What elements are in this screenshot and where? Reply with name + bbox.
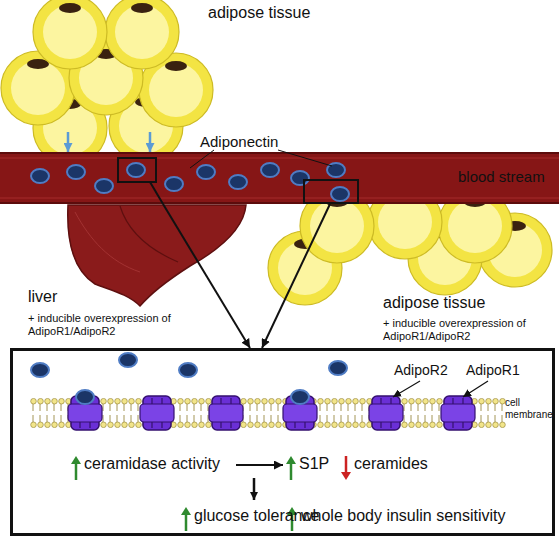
flow-connector — [262, 204, 330, 348]
adipose-cluster: adipose tissue — [20, 0, 320, 132]
effect-text: whole body insulin sensitivity — [301, 506, 553, 528]
node-heading: whole body insulin sensitivity — [301, 507, 553, 525]
flow-connector — [163, 204, 250, 348]
leader-arrow — [463, 381, 488, 397]
adiponectin-dots — [31, 163, 349, 201]
structure-label: cell membrane — [505, 397, 551, 420]
node-note: + inducible overexpression of AdipoR1/Ad… — [28, 312, 193, 337]
molecule-label: Adiponectin — [200, 133, 300, 150]
zoom-frame — [118, 158, 358, 204]
node-heading: liver — [28, 288, 88, 306]
node-heading: adipose tissue — [208, 4, 328, 22]
node-note: + inducible overexpression of AdipoR1/Ad… — [383, 317, 548, 342]
flow-arrow — [253, 478, 256, 500]
effect-text: ceramidase activity — [84, 454, 236, 476]
node-heading: ceramides — [354, 455, 449, 473]
leader-arrow — [393, 381, 420, 397]
leader-line — [190, 150, 332, 168]
liver-node: liver + inducible overexpression of Adipo… — [22, 288, 237, 346]
zoom-line — [150, 182, 163, 204]
node-heading: ceramidase activity — [84, 455, 236, 473]
receptor-label: AdipoR2 — [394, 362, 460, 378]
receptor-label: AdipoR1 — [466, 362, 532, 378]
adipocyte-cluster — [1, 0, 213, 165]
node-heading: adipose tissue — [383, 294, 533, 312]
flow-connector — [149, 132, 152, 152]
liver-organ — [68, 205, 246, 306]
effect-text: S1P — [283, 454, 337, 476]
effect-text: ceramides — [354, 454, 449, 476]
flow-connector — [236, 464, 283, 466]
blood-band: blood stream — [0, 152, 559, 204]
adipose-cluster: adipose tissue + inducible overexpression… — [265, 190, 555, 346]
zoom-panel — [12, 350, 554, 535]
node-heading: S1P — [299, 455, 337, 473]
node-heading: blood stream — [458, 168, 558, 185]
blood-vessel — [0, 152, 559, 204]
flow-connector — [67, 132, 70, 152]
